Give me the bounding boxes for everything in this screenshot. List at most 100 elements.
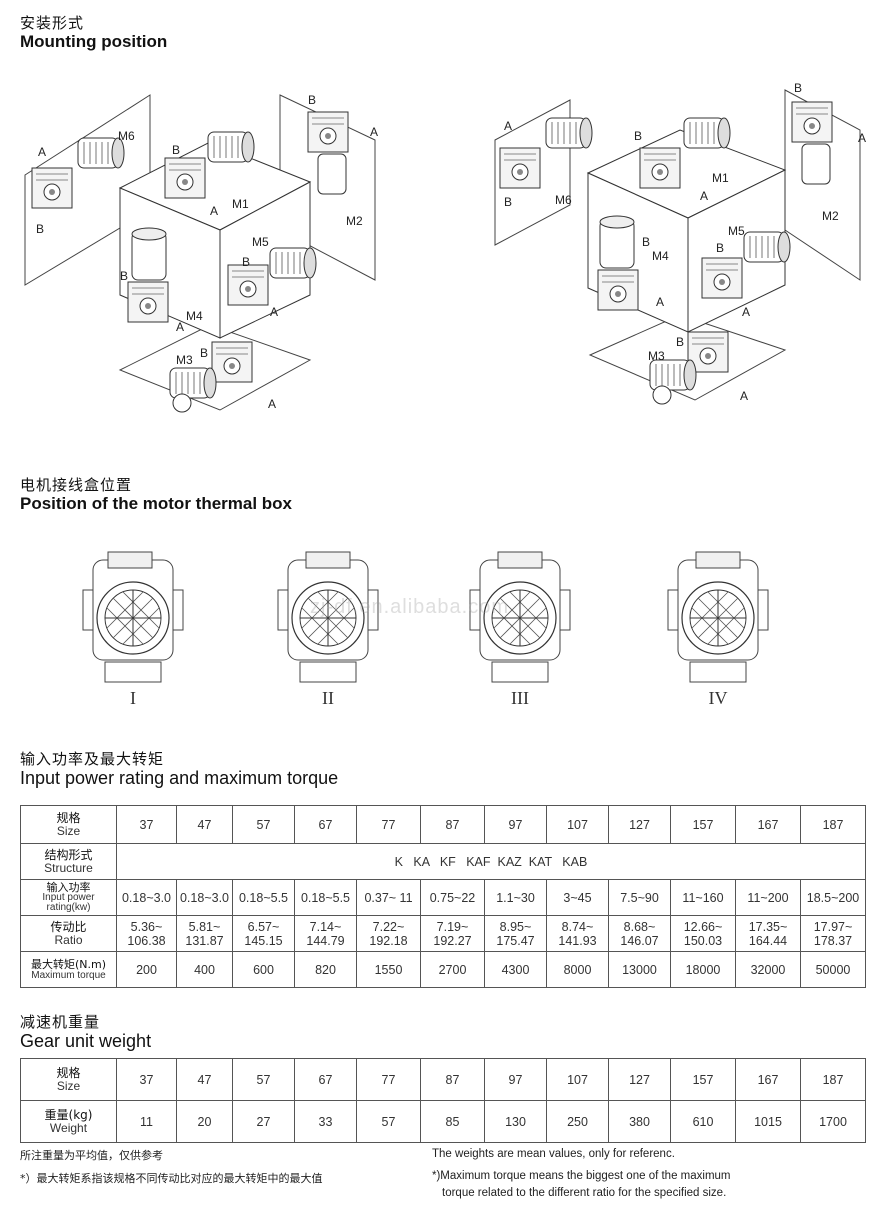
thermal-title-en: Position of the motor thermal box (20, 494, 293, 513)
weight-cell: 27 (232, 1100, 295, 1143)
label-M2-left: M2 (346, 214, 363, 228)
torque-cell: 4300 (484, 951, 547, 988)
weight-header: 重量(kg) Weight (20, 1100, 117, 1143)
power-structure-row: 结构形式 Structure K KA KF KAF KAZ KAT KAB (20, 843, 866, 880)
weight-cell: 57 (356, 1100, 421, 1143)
label-M5-right: M5 (728, 224, 745, 238)
weight-size-cell: 87 (420, 1058, 485, 1101)
weight-size-cell: 37 (116, 1058, 177, 1101)
ratio-cell-line: 6.57~ (247, 919, 280, 934)
ratio-cell-line: 17.35~ (748, 919, 788, 934)
label-A-m1-right: A (700, 189, 708, 203)
ratio-cell-line: 178.37 (813, 933, 853, 948)
weight-size-cell: 97 (484, 1058, 547, 1101)
size-header-en: Size (56, 823, 81, 838)
weight-size-cell: 47 (176, 1058, 233, 1101)
thermal-label-II: II (322, 688, 334, 708)
label-M5-left: M5 (252, 235, 269, 249)
size-cell: 167 (735, 805, 801, 844)
thermal-label-IV: IV (709, 688, 728, 708)
label-A-m5-right: A (742, 305, 750, 319)
ratio-cell-line: 8.68~ (623, 919, 656, 934)
weight-cell: 1015 (735, 1100, 801, 1143)
label-A-m4-right: A (656, 295, 664, 309)
ratio-cell-line: 17.97~ (813, 919, 853, 934)
label-A-m1-left: A (210, 204, 218, 218)
weight-header-cn: 重量(kg) (44, 1107, 93, 1122)
power-cell: 0.75~22 (420, 879, 485, 916)
weight-title-cn: 减速机重量 (20, 1013, 101, 1031)
structure-header-en: Structure (44, 860, 93, 875)
weight-size-cell: 187 (800, 1058, 866, 1101)
label-A-m3-left: A (268, 397, 276, 411)
label-A-m6-left: A (38, 145, 46, 159)
ratio-cell-line: 5.81~ (188, 919, 221, 934)
size-cell: 47 (176, 805, 233, 844)
power-cell: 18.5~200 (800, 879, 866, 916)
weight-size-cell: 67 (294, 1058, 357, 1101)
size-cell: 87 (420, 805, 485, 844)
weight-cell: 11 (116, 1100, 177, 1143)
weight-size-cell: 57 (232, 1058, 295, 1101)
power-cell: 3~45 (546, 879, 609, 916)
cube-left: M6 A B B M1 A B A M2 M5 B A B M4 A M3 B … (24, 93, 378, 413)
power-cell: 11~200 (735, 879, 801, 916)
label-M3-right: M3 (648, 349, 665, 363)
label-B-m1-right: B (634, 129, 642, 143)
ratio-cell-line: 175.47 (496, 933, 535, 948)
ratio-cell-line: 7.22~ (372, 919, 405, 934)
weight-cell: 85 (420, 1100, 485, 1143)
weight-title-en: Gear unit weight (20, 1031, 152, 1051)
structure-header: 结构形式 Structure (20, 843, 117, 880)
label-B-m2-right: B (794, 81, 802, 95)
ratio-cell-line: 141.93 (558, 933, 597, 948)
label-B-m1-left: B (172, 143, 180, 157)
label-M4-left: M4 (186, 309, 203, 323)
size-cell: 37 (116, 805, 177, 844)
label-A-m2-right: A (858, 131, 866, 145)
torque-cell: 50000 (800, 951, 866, 988)
torque-cell: 400 (176, 951, 233, 988)
label-B-m4-left: B (120, 269, 128, 283)
size-cell: 127 (608, 805, 671, 844)
note-cn-1: 所注重量为平均值，仅供参考 (20, 1149, 163, 1162)
torque-header-en: Maximum torque (31, 970, 106, 981)
label-M6-right: M6 (555, 193, 572, 207)
torque-cell: 8000 (546, 951, 609, 988)
label-B-m6-right: B (504, 195, 512, 209)
ratio-cell: 7.19~192.27 (420, 915, 485, 952)
weight-heading: 减速机重量 Gear unit weight (20, 1013, 151, 1051)
weight-cell: 20 (176, 1100, 233, 1143)
torque-cell: 600 (232, 951, 295, 988)
ratio-cell-line: 106.38 (127, 933, 166, 948)
ratio-cell-line: 8.74~ (561, 919, 594, 934)
thermal-heading: 电机接线盒位置 Position of the motor thermal bo… (20, 476, 292, 514)
size-cell: 77 (356, 805, 421, 844)
ratio-cell-line: 145.15 (244, 933, 283, 948)
torque-header: 最大转矩(N.m) Maximum torque (20, 951, 117, 988)
mounting-title-en: Mounting position (20, 32, 168, 51)
label-M1-right: M1 (712, 171, 729, 185)
weight-size-header-en: Size (56, 1078, 81, 1093)
mounting-heading: 安装形式 Mounting position (20, 14, 167, 52)
size-cell: 157 (670, 805, 736, 844)
weight-cell: 1700 (800, 1100, 866, 1143)
size-cell: 67 (294, 805, 357, 844)
ratio-cell-line: 7.19~ (436, 919, 469, 934)
torque-cell: 13000 (608, 951, 671, 988)
size-cell: 107 (546, 805, 609, 844)
ratio-cell-line: 192.27 (433, 933, 472, 948)
weight-cell: 130 (484, 1100, 547, 1143)
ratio-cell-line: 144.79 (306, 933, 345, 948)
torque-cell: 2700 (420, 951, 485, 988)
size-cell: 57 (232, 805, 295, 844)
power-cell: 0.18~3.0 (116, 879, 177, 916)
label-B-m2-left: B (308, 93, 316, 107)
ratio-cell: 6.57~145.15 (232, 915, 295, 952)
weight-cell: 610 (670, 1100, 736, 1143)
label-B-m3-right: B (676, 335, 684, 349)
weight-cell: 380 (608, 1100, 671, 1143)
torque-header-cn: 最大转矩(N.m) (30, 958, 107, 971)
